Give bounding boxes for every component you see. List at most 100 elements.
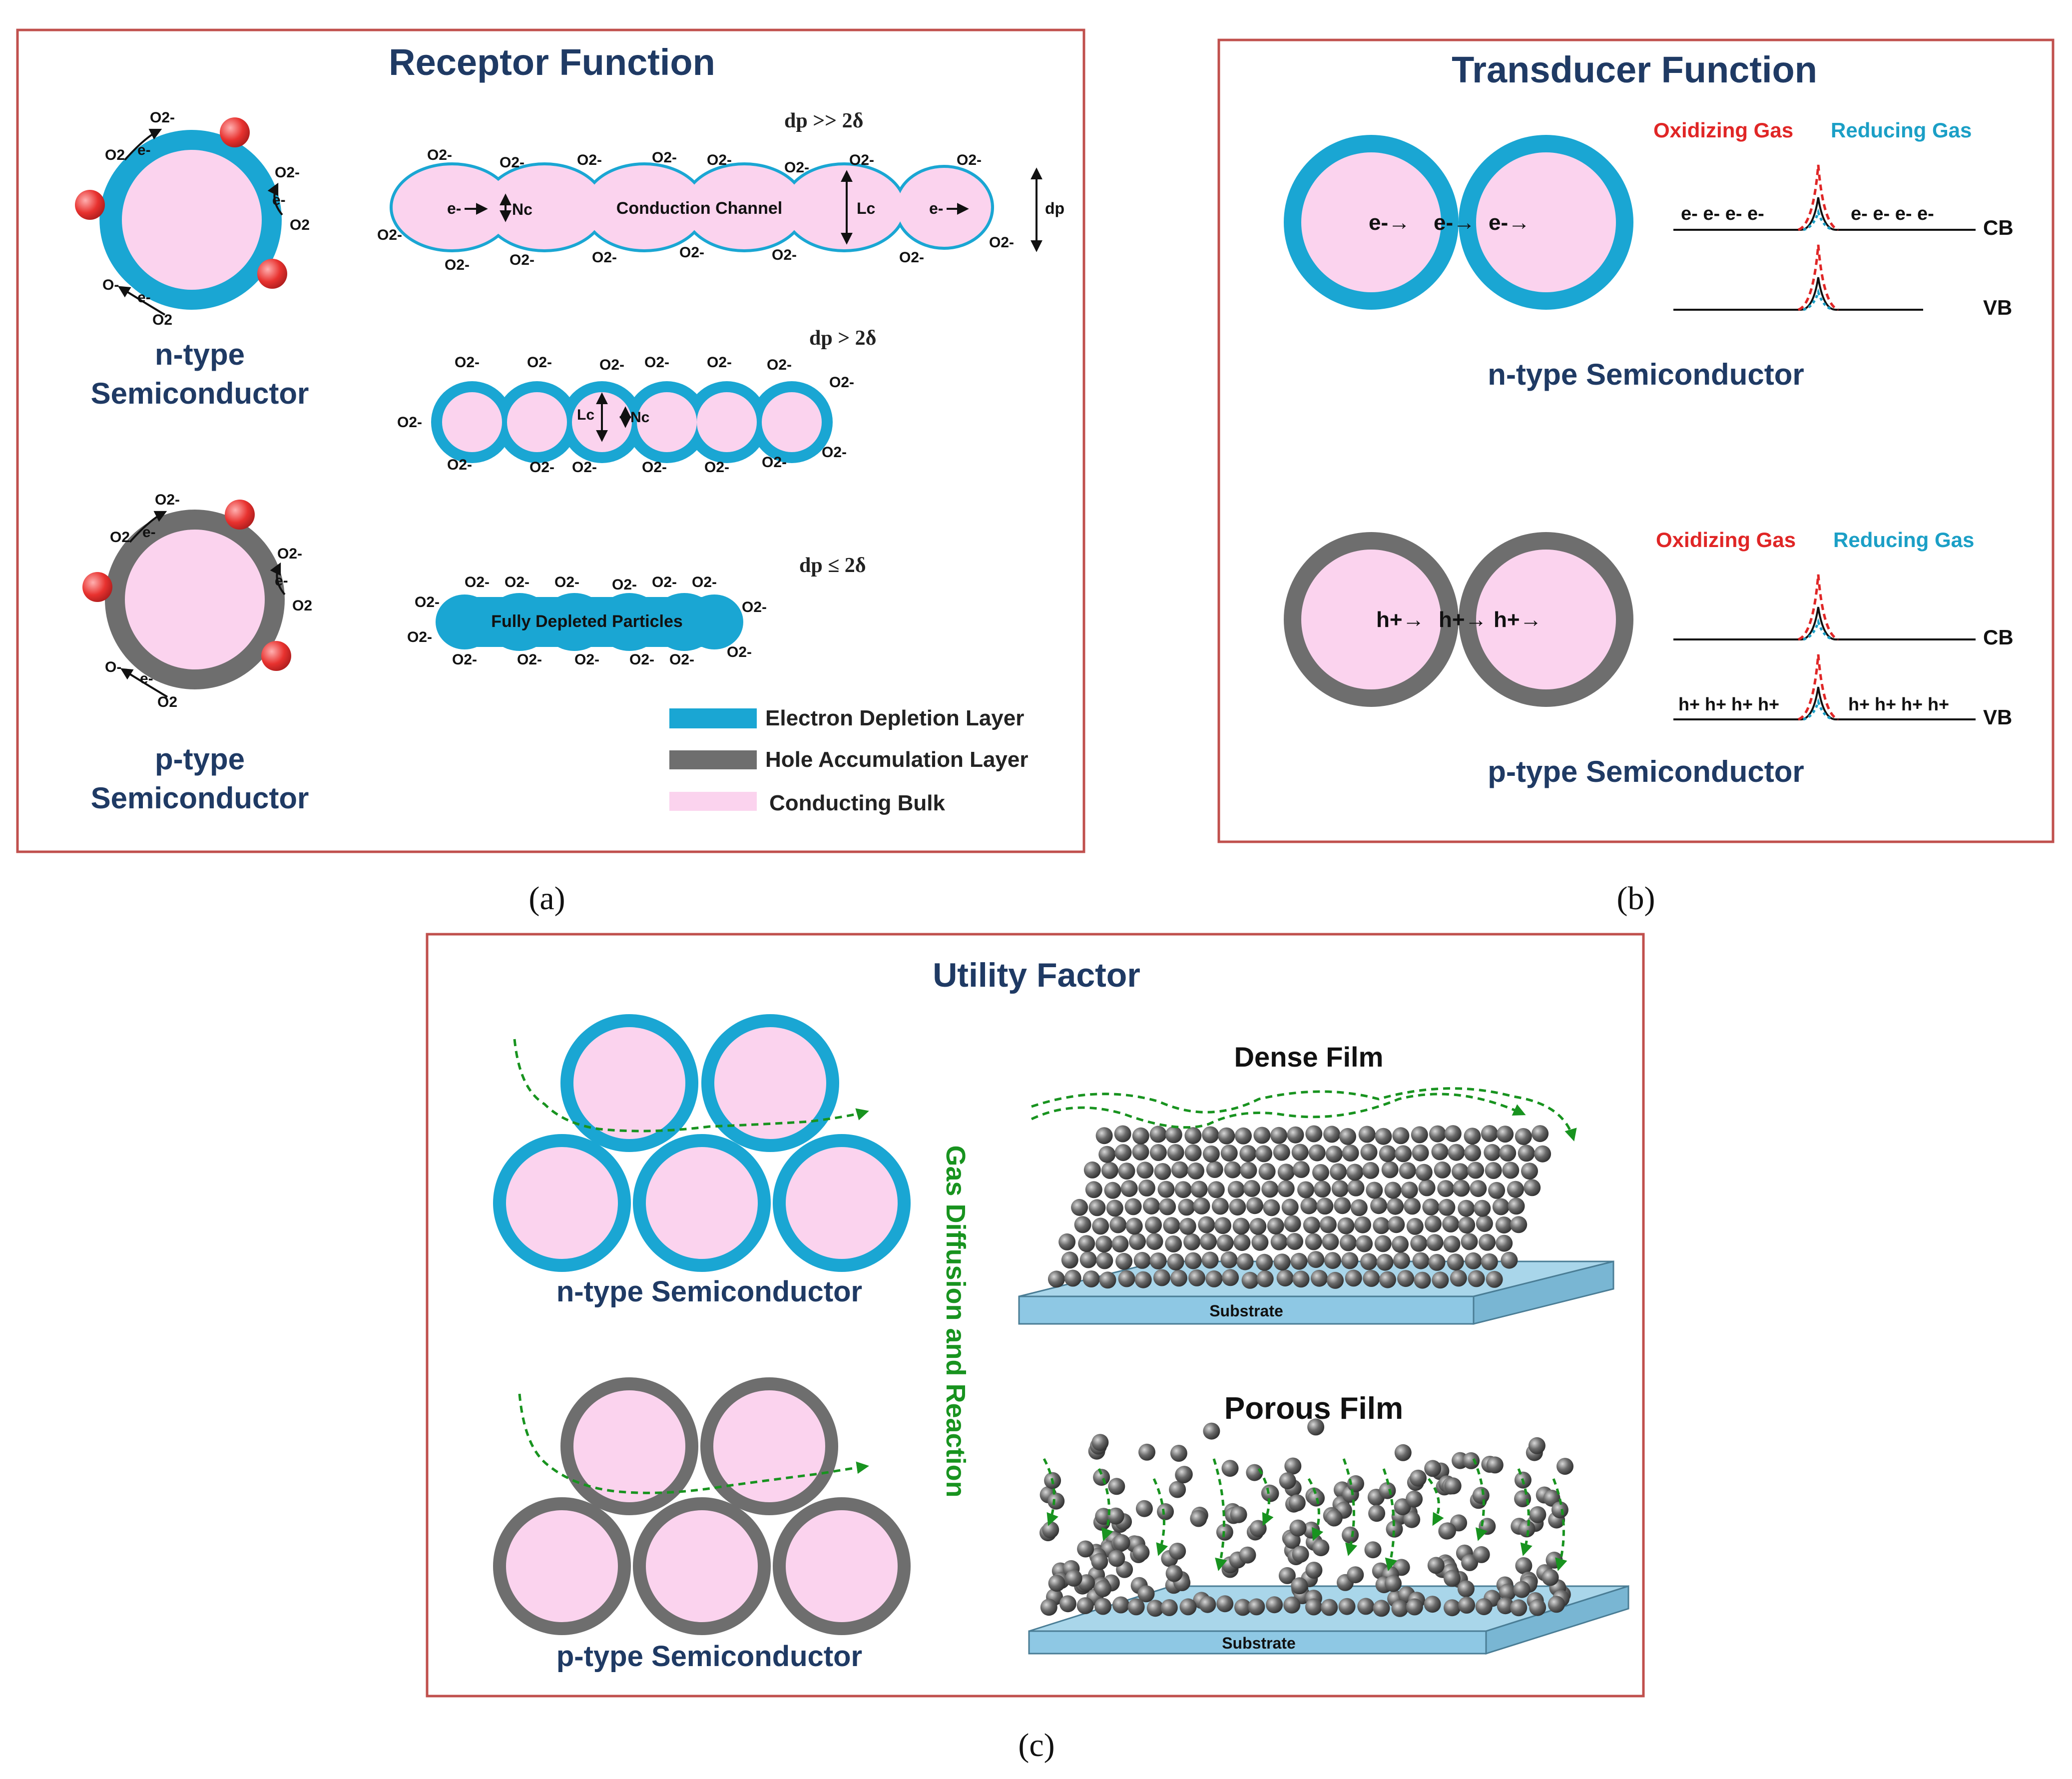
film-particle (1379, 1145, 1396, 1163)
o2-minus-label: O2- (599, 357, 624, 373)
vb-label: VB (1983, 705, 2012, 729)
film-particle (1444, 1125, 1462, 1143)
film-particle (1373, 1600, 1390, 1617)
legend-label: Conducting Bulk (769, 791, 945, 815)
chain1-o2-labels: O2- O2- O2- O2- O2- O2- O2- O2- O2- O2- … (377, 147, 1014, 273)
film-particle (1288, 1494, 1306, 1512)
film-particle (1481, 1125, 1498, 1142)
film-particle (1496, 1234, 1513, 1252)
film-particle (1518, 1145, 1535, 1162)
film-particle (1316, 1197, 1334, 1215)
film-particle (1095, 1127, 1113, 1145)
film-particle (1290, 1252, 1308, 1270)
film-particle (1479, 1233, 1496, 1251)
film-particle (1427, 1557, 1445, 1574)
film-particle (1061, 1251, 1078, 1269)
p-type-packing (493, 1377, 911, 1635)
film-particle (1167, 1144, 1184, 1161)
chain2-o2-labels: O2- O2- O2- O2- O2- O2- O2- O2- O2- O2- … (397, 354, 854, 476)
film-particle (1386, 1520, 1403, 1538)
film-particle (1357, 1598, 1375, 1615)
oxygen-ball (257, 259, 287, 289)
film-particle (1404, 1197, 1421, 1215)
film-particle (1452, 1163, 1469, 1181)
film-particle (1510, 1216, 1528, 1233)
film-particle (1094, 1598, 1111, 1615)
grain-core (1476, 550, 1616, 689)
film-particle (1510, 1599, 1528, 1617)
vb-band (1673, 277, 1923, 311)
film-particle (1293, 1161, 1310, 1178)
film-particle (1179, 1217, 1196, 1235)
porous-gas-paths (1042, 1458, 1567, 1571)
film-particle (1325, 1509, 1343, 1527)
film-particle (1366, 1182, 1383, 1199)
film-particle (1443, 1235, 1461, 1253)
film-particle (1092, 1217, 1109, 1235)
oxygen-ball (225, 500, 255, 530)
film-particle (1429, 1125, 1446, 1143)
film-particle (1385, 1575, 1402, 1592)
film-particle (1174, 1181, 1192, 1198)
o2-2minus-label: O2- (275, 164, 300, 181)
film-particle (1104, 1182, 1121, 1199)
electron-flow-label: e-→ (1369, 210, 1410, 235)
o2-minus-label: O2- (642, 459, 667, 476)
film-particle (1314, 1181, 1331, 1198)
film-particle (1424, 1596, 1441, 1613)
film-particle (1331, 1180, 1349, 1197)
film-particle (1321, 1599, 1338, 1616)
porous-film-particles (1039, 1418, 1573, 1617)
adsorption-arrow (120, 668, 168, 698)
film-particle (1246, 1197, 1263, 1214)
film-particle (1113, 1534, 1130, 1551)
n-type-semiconductor-label: n-type Semiconductor (556, 1275, 862, 1308)
film-particle (1534, 1145, 1552, 1163)
film-particle (1279, 1472, 1296, 1490)
o2-minus-label: O2- (899, 249, 924, 266)
gas-diffusion-path (1428, 1478, 1444, 1526)
film-particle (1481, 1253, 1498, 1270)
caption-c: (c) (1018, 1727, 1054, 1764)
film-particle (1358, 1126, 1376, 1143)
film-particle (1239, 1145, 1257, 1162)
film-particle (1392, 1127, 1410, 1145)
film-particle (1529, 1599, 1547, 1616)
o2-minus-label: O2- (415, 594, 440, 610)
film-particle (1406, 1598, 1423, 1616)
film-particle (1236, 1253, 1254, 1270)
film-particle (1412, 1252, 1430, 1269)
oxygen-ball (75, 190, 105, 220)
film-particle (1415, 1164, 1433, 1181)
o2-minus-label: O2- (644, 354, 669, 371)
film-particle (1167, 1253, 1184, 1270)
film-particle (1300, 1197, 1318, 1214)
panel-c: Utility Factor n-type Semiconductor p-ty… (426, 933, 1645, 1698)
film-particle (1251, 1233, 1269, 1251)
film-particle (1394, 1444, 1412, 1461)
oxygen-ball (261, 641, 291, 671)
film-particle (1292, 1270, 1310, 1288)
film-particle (1193, 1197, 1210, 1214)
film-particle (1160, 1599, 1178, 1616)
film-particle (1283, 1596, 1301, 1614)
film-particle (1529, 1506, 1547, 1523)
gas-diffusion-path (1031, 1093, 1526, 1129)
o2-minus-label: O2- (155, 492, 180, 508)
film-particle (1079, 1251, 1097, 1268)
film-particle (1362, 1162, 1380, 1179)
adsorption-arrow (117, 286, 166, 316)
film-particle (1308, 1489, 1325, 1507)
electrons-cb: e- e- e- e- (1851, 203, 1934, 224)
film-particle (1346, 1164, 1364, 1181)
film-particle (1363, 1270, 1380, 1287)
dense-film-particles (1047, 1125, 1552, 1289)
electron-flow-label: e-→ (1489, 210, 1530, 235)
o2-minus-label: O2- (592, 249, 617, 266)
film-particle (1239, 1546, 1256, 1564)
p-type-label: p-type (155, 742, 245, 776)
film-particle (1096, 1252, 1113, 1269)
oxygen-ball (82, 572, 112, 602)
film-particle (1464, 1144, 1481, 1162)
o2-minus-label: O2- (397, 414, 422, 431)
